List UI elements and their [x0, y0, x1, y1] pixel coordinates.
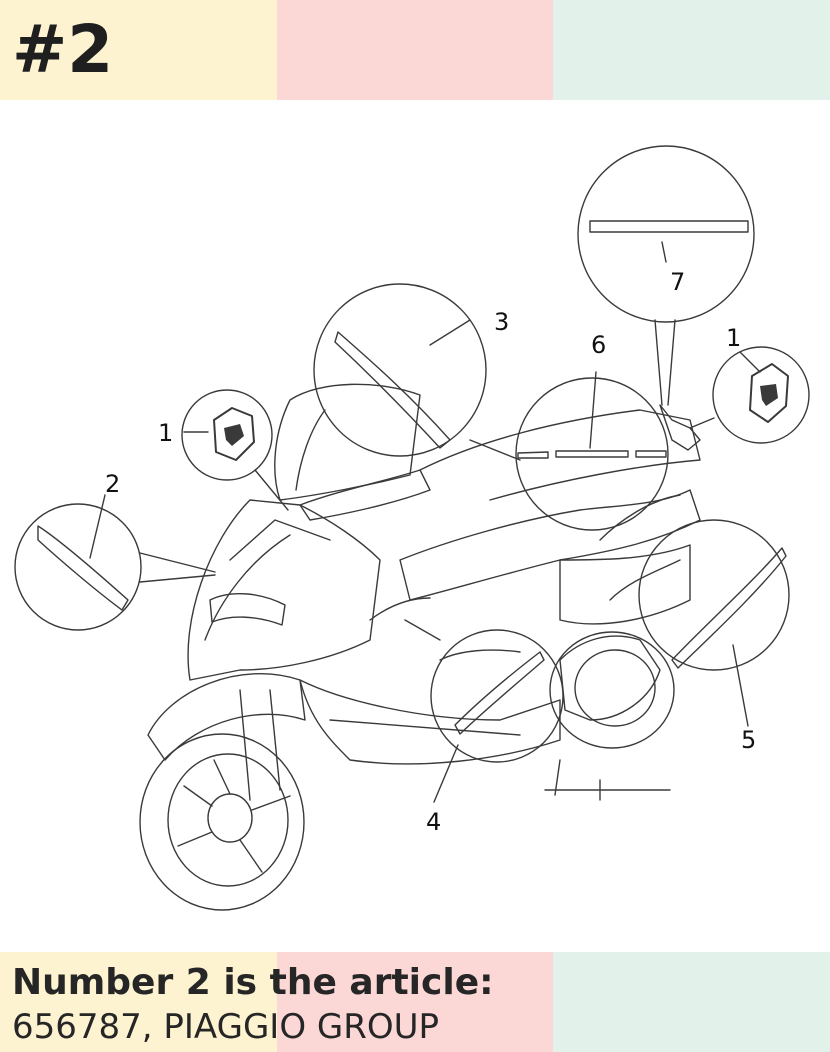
callout-number: 5 [741, 726, 756, 754]
band-segment-yellow [0, 952, 277, 1052]
top-color-band [0, 0, 830, 100]
callout-numbers: 1 2 3 4 5 6 7 1 [105, 268, 756, 836]
callout-number: 7 [670, 268, 685, 296]
bottom-color-band [0, 952, 830, 1052]
decal-shapes [37, 220, 789, 735]
callout-number: 1 [726, 324, 741, 352]
item-number-badge: #2 [12, 11, 114, 88]
band-segment-green [553, 952, 830, 1052]
caption-article-number: 656787, PIAGGIO GROUP [12, 1007, 440, 1047]
callout-number: 2 [105, 470, 120, 498]
band-segment-green [553, 0, 830, 100]
band-segment-pink [277, 952, 553, 1052]
band-segment-pink [277, 0, 553, 100]
caption-heading: Number 2 is the article: [12, 962, 494, 1003]
band-segment-yellow [0, 0, 277, 100]
callout-number: 1 [158, 419, 173, 447]
scooter-decal-diagram: 1 2 3 4 5 6 7 1 [14, 145, 810, 911]
detail-callouts [14, 145, 810, 803]
scooter-illustration [139, 383, 701, 911]
callout-number: 3 [494, 308, 509, 336]
callout-number: 6 [591, 331, 606, 359]
article-caption: Number 2 is the article: 656787, PIAGGIO… [12, 960, 494, 1048]
callout-number: 4 [426, 808, 441, 836]
